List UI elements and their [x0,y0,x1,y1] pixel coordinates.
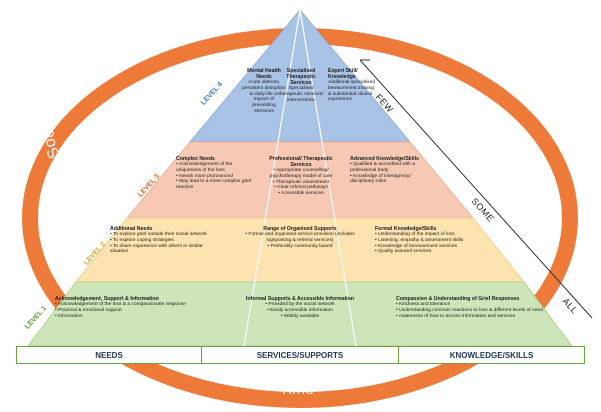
level-1-needs-title: Acknowledgement, Support & Information [55,296,159,302]
level-1-services-item: • Widely available [280,313,320,319]
level-1-skills-item: • Understanding common reactions to loss… [396,307,543,313]
level-1-skills: Compassion & Understanding of Grief Resp… [396,296,556,319]
level-3-services-title: Professional/ Therapeutic Services [269,156,333,168]
level-3-skills-title: Advanced Knowledge/Skills [350,156,419,162]
level-1-services-item: • Easily accessible information [267,307,333,313]
level-3-needs-item: • Acknowledgement of the uniqueness of t… [176,162,233,173]
level-2-needs: Additional Needs • To explore grief outs… [110,226,222,255]
level-1-skills-item: • Awareness of how to access information… [396,313,516,319]
level-2-skills-item: • Quality assured services [375,249,432,255]
level-2-skills-item: • Understanding of the impact of loss [375,232,455,237]
level-4-needs: Mental Health Needs Acute distress, pers… [242,68,286,115]
level-1-needs: Acknowledgement, Support & Information •… [55,296,205,319]
footer-services: SERVICES/SUPPORTS [201,346,399,364]
level-1-needs-item: • Acknowledgement of the loss & a compas… [55,302,186,307]
level-1-needs-item: • Practical & emotional support [55,307,122,313]
level-4-needs-body: Acute distress, persistent disruption to… [242,80,286,114]
column-divider-left [243,9,301,347]
level-3-skills: Advanced Knowledge/Skills • Qualified & … [350,156,428,185]
level-2-skills-item: • Knowledge of bereavement services [375,243,457,249]
level-2-skills: Formal Knowledge/Skills • Understanding … [375,226,485,255]
level-4-services-title: Specialised Therapeutic Services [286,68,316,86]
level-3-services-item: • Appropriate counselling/ psychotherapy… [269,168,333,179]
level-4-skills: Expert Skill/ Knowledge Additional speci… [328,68,378,103]
level-1-skills-title: Compassion & Understanding of Grief Resp… [396,296,520,302]
level-3-services-item: • Accessible services [278,191,324,197]
level-2-services-title: Range of Organised Supports [263,226,337,232]
level-2-services-item: • Formal and organised service provision… [245,232,355,243]
level-3-needs: Complex Needs • Acknowledgement of the u… [176,156,254,191]
level-3-needs-item: • May lead to a more complex grief react… [176,179,252,191]
level-2-needs-item: • To explore coping strategies [110,237,174,243]
time-label: Time [279,381,314,398]
column-divider-right [299,9,357,347]
level-2-skills-title: Formal Knowledge/Skills [375,226,437,232]
level-1-needs-item: • Information [55,313,83,319]
level-4-services-body: Specialised therapeutic services/ interv… [278,86,324,103]
level-2-needs-item: • To explore grief outside their social … [110,232,207,237]
level-3-services-item: • Clear referral pathways [274,185,328,191]
level-4-skills-title: Expert Skill/ Knowledge [328,68,358,80]
level-3-needs-title: Complex Needs [176,156,215,162]
level-2-skills-item: • Listening, empathy & assessment skills [375,237,464,243]
level-4-services: Specialised Therapeutic Services Special… [278,68,324,103]
level-1-services-item: • Provided by the social network [265,302,335,307]
level-3-skills-item: • Qualified & accredited with a professi… [350,162,416,173]
level-2-needs-item: • To share experience with others in sim… [110,243,203,255]
footer-skills: KNOWLEDGE/SKILLS [398,346,585,364]
footer-needs: NEEDS [16,346,202,364]
level-2-services: Range of Organised Supports • Formal and… [244,226,356,249]
level-2-services-item: • Preferably community based [267,243,333,249]
level-1-services: Informal Supports & Accessible Informati… [226,296,374,319]
level-4-skills-body: Additional specialised bereavement train… [328,80,376,103]
level-2-needs-title: Additional Needs [110,226,153,232]
level-3-needs-item: • Needs more pronounced [176,173,233,179]
level-3-services-item: • Therapeutic assessment [272,179,330,185]
level-1-skills-item: • Kindness and tolerance [396,302,451,307]
level-1-services-title: Informal Supports & Accessible Informati… [245,296,355,302]
scale-line [359,59,593,319]
level-3-services: Professional/ Therapeutic Services • App… [262,156,340,197]
level-4-needs-title: Mental Health Needs [247,68,281,80]
level-3-skills-item: • Knowledge of interagency/ disciplinary… [350,173,411,185]
